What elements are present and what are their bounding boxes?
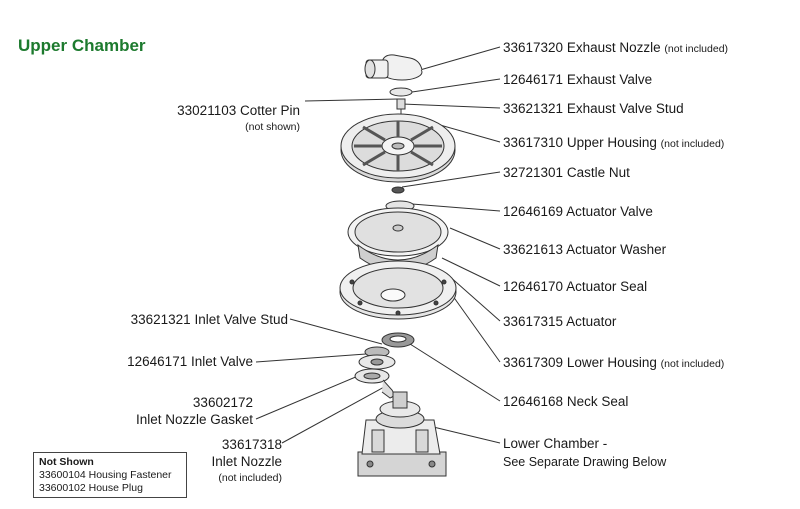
exhaust-valve-drawing bbox=[389, 87, 413, 97]
not-shown-item: 33600104 Housing Fastener bbox=[39, 469, 172, 481]
label-inlet-nozzle-gasket: 33602172 Inlet Nozzle Gasket bbox=[135, 395, 253, 427]
label-exhaust-valve-stud: 33621321 Exhaust Valve Stud bbox=[503, 101, 684, 116]
not-shown-heading: Not Shown bbox=[39, 456, 94, 468]
castle-nut-drawing bbox=[391, 186, 405, 194]
label-actuator-washer: 33621613 Actuator Washer bbox=[503, 242, 667, 257]
label-upper-housing: 33617310 Upper Housing (not included) bbox=[503, 135, 725, 150]
page-title: Upper Chamber bbox=[18, 36, 146, 55]
label-lower-chamber: Lower Chamber - See Separate Drawing Bel… bbox=[503, 436, 667, 469]
label-inlet-valve-stud: 33621321 Inlet Valve Stud bbox=[130, 312, 288, 327]
label-inlet-valve: 12646171 Inlet Valve bbox=[127, 354, 253, 369]
inlet-assembly-drawing bbox=[354, 346, 396, 399]
label-actuator: 33617315 Actuator bbox=[503, 314, 617, 329]
not-shown-box: Not Shown 33600104 Housing Fastener 3360… bbox=[33, 452, 187, 498]
label-exhaust-nozzle: 33617320 Exhaust Nozzle (not included) bbox=[503, 40, 729, 55]
label-actuator-seal: 12646170 Actuator Seal bbox=[503, 279, 648, 294]
label-lower-housing: 33617309 Lower Housing (not included) bbox=[503, 355, 725, 370]
label-castle-nut: 32721301 Castle Nut bbox=[503, 165, 630, 180]
neck-seal-drawing bbox=[381, 332, 415, 348]
label-neck-seal: 12646168 Neck Seal bbox=[503, 394, 629, 409]
exhaust-nozzle-drawing bbox=[364, 54, 423, 81]
label-actuator-valve: 12646169 Actuator Valve bbox=[503, 204, 653, 219]
lower-chamber-drawing bbox=[357, 391, 447, 477]
upper-housing-drawing bbox=[340, 113, 456, 183]
actuator-assembly-drawing bbox=[347, 200, 449, 272]
label-cotter-pin: 33021103 Cotter Pin (not shown) bbox=[177, 103, 300, 133]
not-shown-item: 33600102 House Plug bbox=[39, 482, 143, 494]
label-inlet-nozzle: 33617318 Inlet Nozzle (not included) bbox=[211, 437, 282, 484]
lower-housing-drawing bbox=[339, 260, 457, 320]
label-exhaust-valve: 12646171 Exhaust Valve bbox=[503, 72, 653, 87]
